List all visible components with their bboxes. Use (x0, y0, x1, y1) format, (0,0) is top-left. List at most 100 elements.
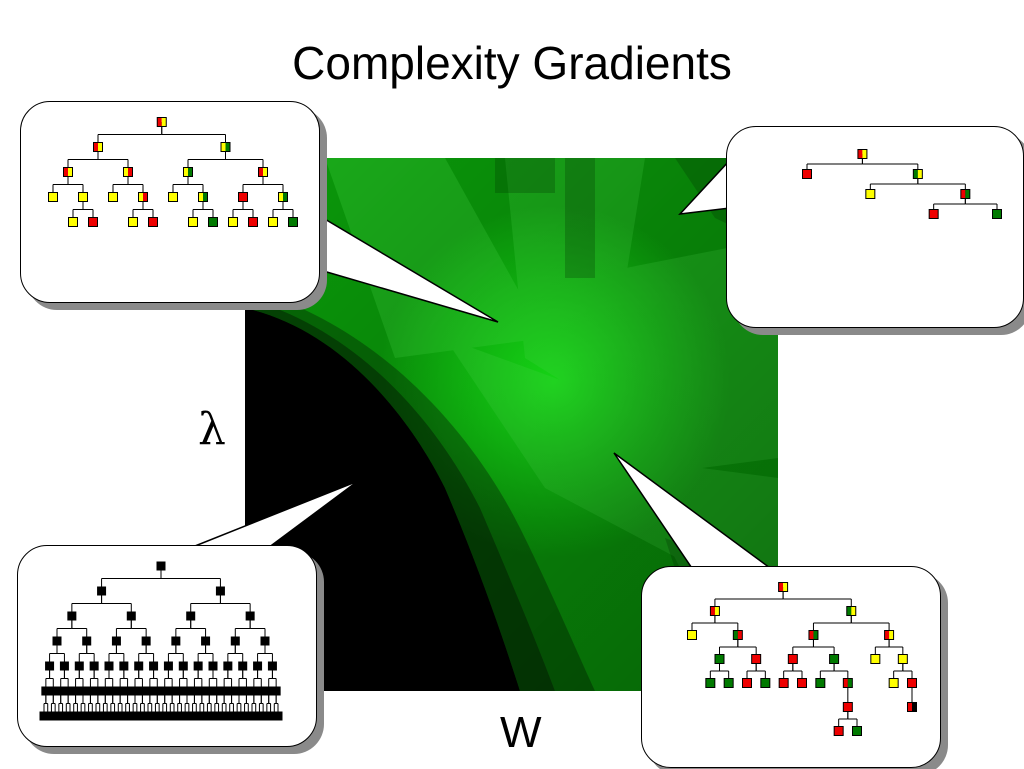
lambda-axis-label: λ (198, 404, 226, 455)
tree-node (778, 678, 789, 688)
tree-node (119, 661, 129, 671)
tree-node (137, 686, 147, 696)
tree-node-fill (198, 192, 203, 202)
tree-node-fill (131, 687, 139, 695)
tree-node-border (829, 654, 840, 664)
tree-node-border (183, 167, 193, 177)
tree-node-fill (186, 612, 195, 620)
tree-node-fill (843, 702, 853, 712)
callout-bubble-bottom-left (17, 545, 317, 747)
tree-node-fill (802, 169, 812, 179)
tree-node (149, 661, 159, 671)
tree-node-fill (53, 637, 61, 645)
tree-node (171, 636, 181, 646)
tree-node-border (884, 630, 895, 640)
tree-node-fill (870, 654, 880, 664)
tree-node (156, 117, 167, 127)
tree-node (907, 702, 917, 712)
tree-node-fill (194, 662, 203, 670)
tree-node-fill (862, 149, 867, 159)
tree-node-fill (907, 702, 912, 712)
tree-node-fill (63, 167, 68, 177)
tree-node-fill (86, 687, 95, 695)
tree-node (128, 217, 138, 227)
tail-tr (678, 158, 731, 215)
tree-node-border (870, 654, 881, 664)
tree-node-fill (751, 654, 761, 664)
tree-node-fill (208, 217, 218, 227)
tree-node (709, 606, 720, 616)
tree-node-fill (223, 662, 232, 670)
tree-node-border (714, 654, 725, 664)
slide-title: Complexity Gradients (292, 37, 732, 89)
tree-node-border (833, 726, 844, 736)
tree-node (228, 217, 238, 227)
tree-node-border (802, 169, 812, 179)
tree-node (249, 686, 259, 696)
tree-node (833, 726, 844, 736)
tree-node-fill (205, 687, 214, 695)
tree-node-border (138, 192, 148, 202)
tree-node (846, 606, 857, 616)
tree-node-fill (127, 612, 136, 620)
tail-tl (317, 213, 499, 323)
tree-node (258, 167, 268, 177)
tree-node (271, 686, 281, 696)
tree-node (220, 142, 231, 152)
tree-node-fill (93, 687, 102, 695)
tree-node-fill (79, 687, 87, 695)
tree-node-border (808, 630, 819, 640)
tree-node-fill (231, 637, 240, 645)
tree-node-fill (808, 630, 814, 640)
tree-node-border (245, 611, 255, 621)
tree-node-fill (161, 117, 167, 127)
tree-node-fill (865, 189, 875, 199)
tree-node (256, 686, 266, 696)
tree-node-fill (148, 217, 158, 227)
tree-node-border (865, 189, 876, 199)
tree-node-fill (82, 637, 91, 645)
tree-node-fill (687, 630, 697, 640)
tree-node (108, 192, 118, 202)
tree-node-border (223, 661, 233, 671)
tree-node (870, 654, 881, 664)
tree-node-border (907, 702, 917, 712)
tree-node (48, 192, 58, 202)
tree-node-fill (45, 662, 54, 670)
tree-node-fill (142, 637, 151, 645)
tree-node-border (93, 142, 103, 152)
tree-node-fill (263, 167, 268, 177)
tree-node (802, 169, 812, 179)
tree-node-border (278, 192, 288, 202)
tree-node (63, 686, 73, 696)
tree-node (208, 217, 218, 227)
tree-node-fill (128, 167, 133, 177)
tree-node (68, 217, 78, 227)
tree-node-border (168, 192, 178, 202)
tree-node (130, 686, 140, 696)
tree-node-fill (48, 192, 58, 202)
tree-node (123, 167, 133, 177)
tree-node-fill (715, 654, 724, 664)
tree-node-fill (283, 192, 288, 202)
tree-node-fill (272, 687, 281, 695)
tree-node-fill (160, 687, 169, 695)
tree-node (852, 726, 862, 736)
tree-node-fill (134, 662, 143, 670)
tree-node-border (59, 661, 69, 671)
tree-node (884, 630, 895, 640)
tree-node-fill (742, 678, 752, 688)
tree-node (168, 192, 178, 202)
tree-node-fill (168, 192, 178, 202)
tree-node-border (992, 209, 1002, 219)
tree-node (723, 678, 734, 688)
tree-node-fill (175, 687, 184, 695)
tree-node-border (751, 654, 762, 664)
tree-node-border (178, 661, 188, 671)
tree-node-border (188, 217, 198, 227)
tree-node-fill (268, 217, 278, 227)
tree-node-border (687, 630, 697, 640)
tree-node (85, 686, 95, 696)
tree-node-fill (898, 654, 908, 664)
tree-node-fill (248, 217, 258, 227)
